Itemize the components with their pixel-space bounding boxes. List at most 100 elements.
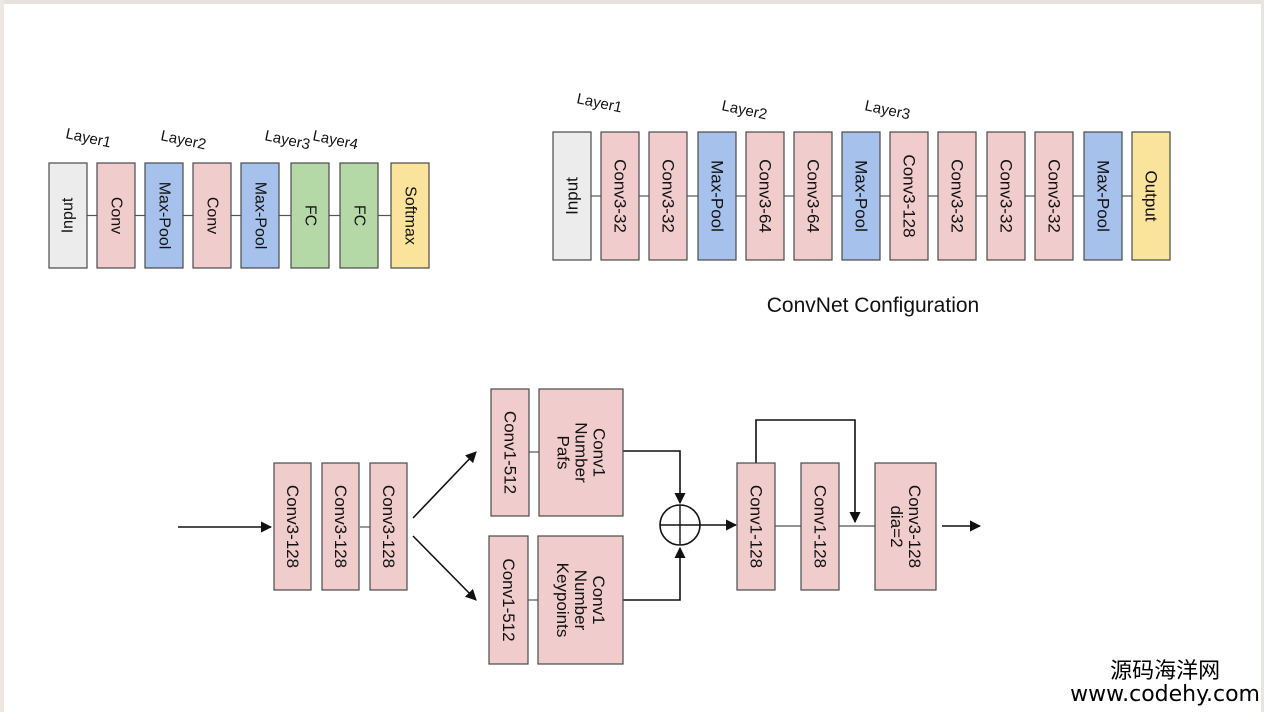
block-max-pool-box — [240, 162, 280, 269]
stem-block-conv3-128: Conv3-128 — [369, 462, 408, 591]
block-conv3-32-box — [986, 131, 1026, 261]
block-conv3-32: Conv3-32 — [648, 131, 688, 261]
layer-label: Layer3 — [263, 127, 311, 153]
block-conv3-128-box — [889, 131, 929, 261]
convnet-layer-labels: Layer1 Layer2 Layer3 — [575, 90, 911, 123]
pafs-to-add-arrow — [623, 450, 686, 505]
block-max-pool-box — [841, 131, 881, 261]
layer-label: Layer4 — [311, 127, 359, 153]
block-input: Input — [552, 131, 592, 261]
refine-block-1: Conv1-128 — [736, 462, 776, 591]
keypoints-conv-block-box — [488, 535, 529, 665]
pafs-head-block-label: Number — [572, 422, 591, 483]
layer-label: Layer1 — [64, 125, 112, 151]
block-max-pool-box — [1083, 131, 1123, 261]
window-right-border — [1261, 0, 1264, 712]
block-softmax-box — [390, 162, 430, 269]
block-fc: FC — [290, 162, 330, 269]
block-max-pool-label: Max-Pool — [852, 160, 871, 232]
block-conv3-32-label: Conv3-32 — [611, 159, 630, 233]
window-left-border — [0, 0, 4, 712]
block-conv3-64-box — [745, 131, 785, 261]
block-conv3-64-box — [793, 131, 833, 261]
final-dilated-block-label: Conv3-128 — [905, 485, 924, 568]
block-max-pool: Max-Pool — [144, 162, 184, 269]
pafs-head-block-label: Pafs — [554, 435, 573, 469]
block-max-pool-label: Max-Pool — [156, 182, 173, 250]
block-conv: Conv — [96, 162, 136, 269]
block-conv3-32-label: Conv3-32 — [1045, 159, 1064, 233]
keypoints-head-block-label: Conv1 — [589, 575, 608, 624]
block-max-pool: Max-Pool — [841, 131, 881, 261]
block-output: Output — [1131, 131, 1171, 261]
window-top-border — [0, 0, 1264, 4]
block-max-pool-box — [697, 131, 737, 261]
block-max-pool: Max-Pool — [697, 131, 737, 261]
block-conv-label: Conv — [204, 197, 221, 234]
simple-layer-labels: Layer1 Layer2 Layer3 Layer4 — [64, 125, 359, 153]
block-conv3-32-box — [648, 131, 688, 261]
block-conv3-32: Conv3-32 — [937, 131, 977, 261]
branch-arrow-down — [412, 535, 477, 601]
keypoints-conv-block-label: Conv1-512 — [499, 558, 518, 641]
block-conv3-32-box — [937, 131, 977, 261]
pafs-conv-block: Conv1-512 — [490, 388, 530, 517]
block-fc-label: FC — [351, 205, 368, 226]
refine-block-1-box — [736, 462, 776, 591]
keypoints-head-block-label: Keypoints — [553, 563, 572, 638]
refine-block-2-label: Conv1-128 — [811, 485, 830, 568]
stem-block-conv3-128: Conv3-128 — [321, 462, 360, 591]
stem-block-conv3-128: Conv3-128 — [273, 462, 312, 591]
block-conv3-64-label: Conv3-64 — [804, 159, 823, 233]
block-conv3-32-box — [600, 131, 640, 261]
block-max-pool: Max-Pool — [240, 162, 280, 269]
block-conv3-32-label: Conv3-32 — [997, 159, 1016, 233]
stem-block-conv3-128-label: Conv3-128 — [283, 485, 302, 568]
block-input-box — [552, 131, 592, 261]
keypoints-conv-block: Conv1-512 — [488, 535, 529, 665]
block-conv3-32: Conv3-32 — [600, 131, 640, 261]
block-fc-label: FC — [302, 205, 319, 226]
convnet-blocks: Input Conv3-32 Conv3-32 Max-Pool Conv3-64 Con… — [552, 131, 1171, 261]
final-dilated-block-box — [874, 462, 937, 591]
stem-block-conv3-128-label: Conv3-128 — [379, 485, 398, 568]
block-input-box — [48, 162, 88, 269]
skip-connection-arrow — [755, 419, 861, 524]
add-node-icon — [659, 504, 701, 546]
stem-block-conv3-128-box — [273, 462, 312, 591]
block-conv: Conv — [192, 162, 232, 269]
block-fc-box — [290, 162, 330, 269]
block-max-pool-box — [144, 162, 184, 269]
block-fc-box — [339, 162, 379, 269]
refine-block-2-box — [800, 462, 840, 591]
stem-block-conv3-128-box — [321, 462, 360, 591]
block-output-box — [1131, 131, 1171, 261]
block-max-pool-label: Max-Pool — [708, 160, 727, 232]
block-conv3-32-label: Conv3-32 — [948, 159, 967, 233]
block-conv3-32-box — [1034, 131, 1074, 261]
stem-block-conv3-128-label: Conv3-128 — [331, 485, 350, 568]
block-input-label: Input — [563, 177, 582, 215]
stem-block-conv3-128-box — [369, 462, 408, 591]
block-conv3-128: Conv3-128 — [889, 131, 929, 261]
pafs-head-block-box — [538, 388, 624, 517]
block-conv3-32: Conv3-32 — [1034, 131, 1074, 261]
refine-block-1-label: Conv1-128 — [747, 485, 766, 568]
watermark-chinese: 源码海洋网 — [1110, 658, 1221, 684]
refine-block-2: Conv1-128 — [800, 462, 840, 591]
layer-label: Layer2 — [720, 97, 768, 123]
watermark: 源码海洋网 www.codehy.com — [1070, 660, 1260, 706]
pafs-conv-block-label: Conv1-512 — [501, 411, 520, 494]
block-conv-box — [96, 162, 136, 269]
block-input: Input — [48, 162, 88, 269]
branch-arrow-up — [412, 451, 477, 519]
block-max-pool-label: Max-Pool — [252, 182, 269, 250]
block-conv3-128-label: Conv3-128 — [900, 154, 919, 237]
convnet-title: ConvNet Configuration — [767, 294, 979, 317]
